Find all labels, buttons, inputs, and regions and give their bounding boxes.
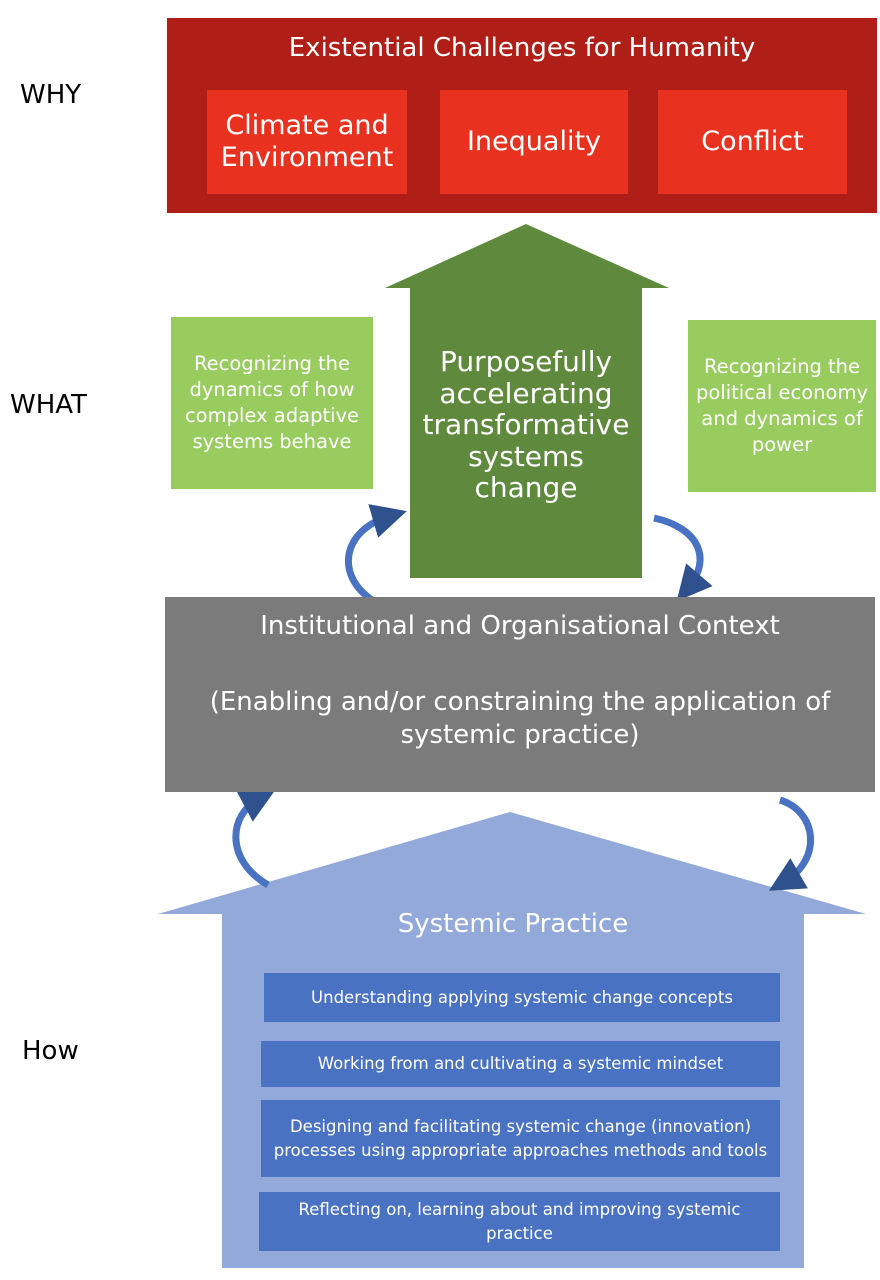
transformation-up-arrow [385, 224, 669, 578]
challenges-title: Existential Challenges for Humanity [288, 32, 756, 63]
context-panel: Institutional and Organisational Context… [165, 597, 875, 792]
practice-item-reflecting: Reflecting on, learning about and improv… [259, 1192, 780, 1251]
transformation-arrow-text: Purposefully accelerating transformative… [422, 344, 630, 505]
complex-systems-box: Recognizing the dynamics of how complex … [171, 317, 373, 489]
challenges-panel: Existential Challenges for Humanity Clim… [167, 18, 877, 213]
context-subtitle: (Enabling and/or constraining the applic… [209, 686, 831, 750]
challenge-inequality-box: Inequality [440, 90, 628, 194]
practice-item-processes: Designing and facilitating systemic chan… [261, 1100, 780, 1177]
what-label: WHAT [10, 390, 87, 420]
how-label: How [22, 1036, 79, 1066]
cycle-arrow-lower-right [768, 796, 814, 891]
context-title: Institutional and Organisational Context [260, 611, 780, 642]
why-label: WHY [20, 80, 82, 110]
challenge-conflict-box: Conflict [658, 90, 847, 194]
challenge-climate-box: Climate and Environment [207, 90, 407, 194]
cycle-arrow-upper-left [344, 504, 407, 603]
cycle-arrow-upper-right [653, 514, 713, 602]
practice-item-mindset: Working from and cultivating a systemic … [261, 1041, 780, 1087]
practice-title: Systemic Practice [397, 909, 629, 939]
practice-item-concepts: Understanding applying systemic change c… [264, 973, 780, 1022]
cycle-arrow-lower-left [232, 789, 276, 889]
political-economy-box: Recognizing the political economy and dy… [688, 320, 876, 492]
